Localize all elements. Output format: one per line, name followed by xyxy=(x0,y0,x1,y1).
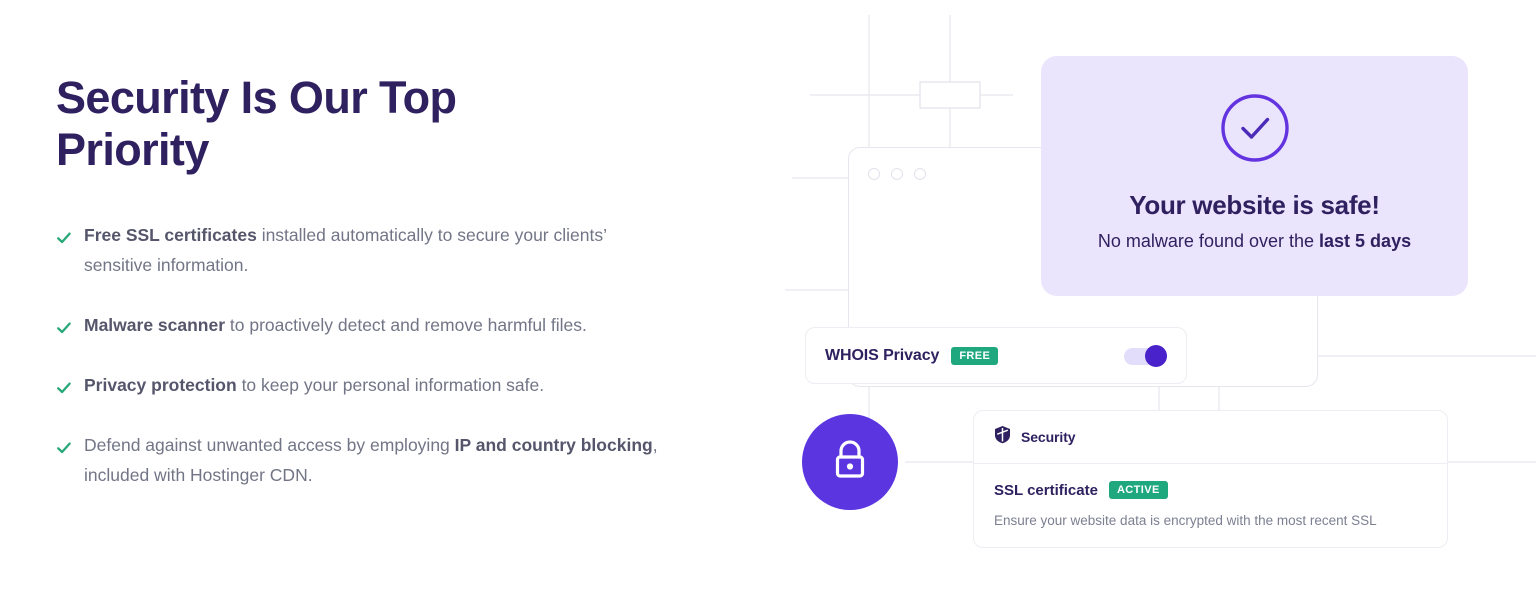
browser-window-dots xyxy=(868,168,926,180)
whois-privacy-toggle[interactable] xyxy=(1124,344,1167,367)
list-item: Free SSL certificates installed automati… xyxy=(56,220,670,280)
security-card-header-label: Security xyxy=(1021,429,1076,445)
ssl-certificate-label: SSL certificate xyxy=(994,481,1098,499)
list-item: Privacy protection to keep your personal… xyxy=(56,370,670,400)
feature-text: to proactively detect and remove harmful… xyxy=(225,315,587,335)
dot-1-icon xyxy=(868,168,880,180)
security-illustration: Your website is safe! No malware found o… xyxy=(780,0,1536,608)
safe-subtitle-lead: No malware found over the xyxy=(1097,231,1320,251)
safe-subtitle-bold: last 5 days xyxy=(1319,231,1412,251)
feature-bold-lead: Malware scanner xyxy=(84,315,226,335)
feature-bold-lead: Free SSL certificates xyxy=(84,225,257,245)
list-item: Malware scanner to proactively detect an… xyxy=(56,310,670,340)
check-icon xyxy=(56,315,72,334)
feature-text: to keep your personal information safe. xyxy=(236,375,545,395)
lock-icon xyxy=(828,436,872,489)
connector-node-rect-top xyxy=(919,81,981,109)
ssl-certificate-row: SSL certificate ACTIVE xyxy=(994,481,1427,499)
feature-bold-tail: IP and country blocking xyxy=(454,435,653,455)
check-icon xyxy=(56,435,72,454)
feature-bold-lead: Privacy protection xyxy=(84,375,237,395)
shield-icon xyxy=(994,425,1011,449)
security-card-body: SSL certificate ACTIVE Ensure your websi… xyxy=(974,464,1447,530)
left-content-column: Security Is Our Top Priority Free SSL ce… xyxy=(56,72,676,490)
feature-text-2: , included with Hostinger CDN. xyxy=(84,435,658,485)
lock-badge xyxy=(802,414,898,510)
feature-text: installed automatically to secure your c… xyxy=(84,225,607,275)
whois-privacy-card[interactable]: WHOIS Privacy FREE xyxy=(805,327,1187,384)
page-title: Security Is Our Top Priority xyxy=(56,72,457,175)
whois-privacy-label: WHOIS Privacy xyxy=(825,346,940,364)
feature-list: Free SSL certificates installed automati… xyxy=(56,220,676,490)
dot-3-icon xyxy=(914,168,926,180)
check-circle-icon xyxy=(1219,92,1291,164)
free-badge: FREE xyxy=(951,346,999,365)
security-card: Security SSL certificate ACTIVE Ensure y… xyxy=(973,410,1448,548)
dot-2-icon xyxy=(891,168,903,180)
list-item: Defend against unwanted access by employ… xyxy=(56,430,670,490)
feature-text: Defend against unwanted access by employ… xyxy=(84,435,455,455)
safe-card-title: Your website is safe! xyxy=(1129,190,1380,220)
active-badge: ACTIVE xyxy=(1108,481,1168,499)
check-icon xyxy=(56,375,72,394)
check-icon xyxy=(56,225,72,244)
safe-card-subtitle: No malware found over the last 5 days xyxy=(1041,231,1468,252)
toggle-knob[interactable] xyxy=(1145,344,1167,367)
ssl-certificate-description: Ensure your website data is encrypted wi… xyxy=(994,513,1377,528)
security-card-header: Security xyxy=(974,411,1447,464)
website-safe-card: Your website is safe! No malware found o… xyxy=(1041,56,1468,296)
